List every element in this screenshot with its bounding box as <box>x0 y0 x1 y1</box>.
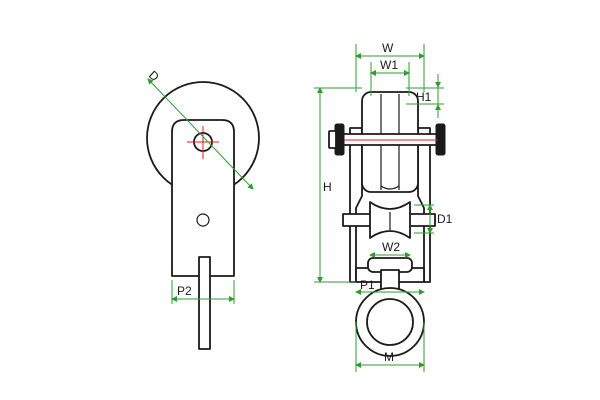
tongue-strip <box>198 256 211 350</box>
side-view: D P2 <box>146 68 260 350</box>
w2-label: W2 <box>382 240 400 254</box>
h1-arrow-bottom <box>435 104 441 110</box>
diameter-label: D <box>146 68 162 84</box>
h1-label: H1 <box>416 90 432 104</box>
m-label: M <box>384 350 394 364</box>
w-label: W <box>382 41 394 55</box>
sheave-groove-bottom <box>380 185 400 190</box>
left-cheek-plate <box>349 127 363 283</box>
diameter-dimension-line <box>147 78 254 190</box>
swivel-stem <box>380 269 400 291</box>
left-washer <box>328 130 337 149</box>
w1-label: W1 <box>380 58 398 72</box>
h-label: H <box>323 180 332 194</box>
front-view: W W1 H1 H D1 W2 P1 M <box>314 41 453 372</box>
p1-label: P1 <box>360 278 375 292</box>
eye-ring-inner <box>366 298 414 346</box>
bracket-hole <box>196 213 210 227</box>
p2-label: P2 <box>177 284 192 298</box>
d1-label: D1 <box>437 212 453 226</box>
h1-arrow-top <box>435 82 441 88</box>
